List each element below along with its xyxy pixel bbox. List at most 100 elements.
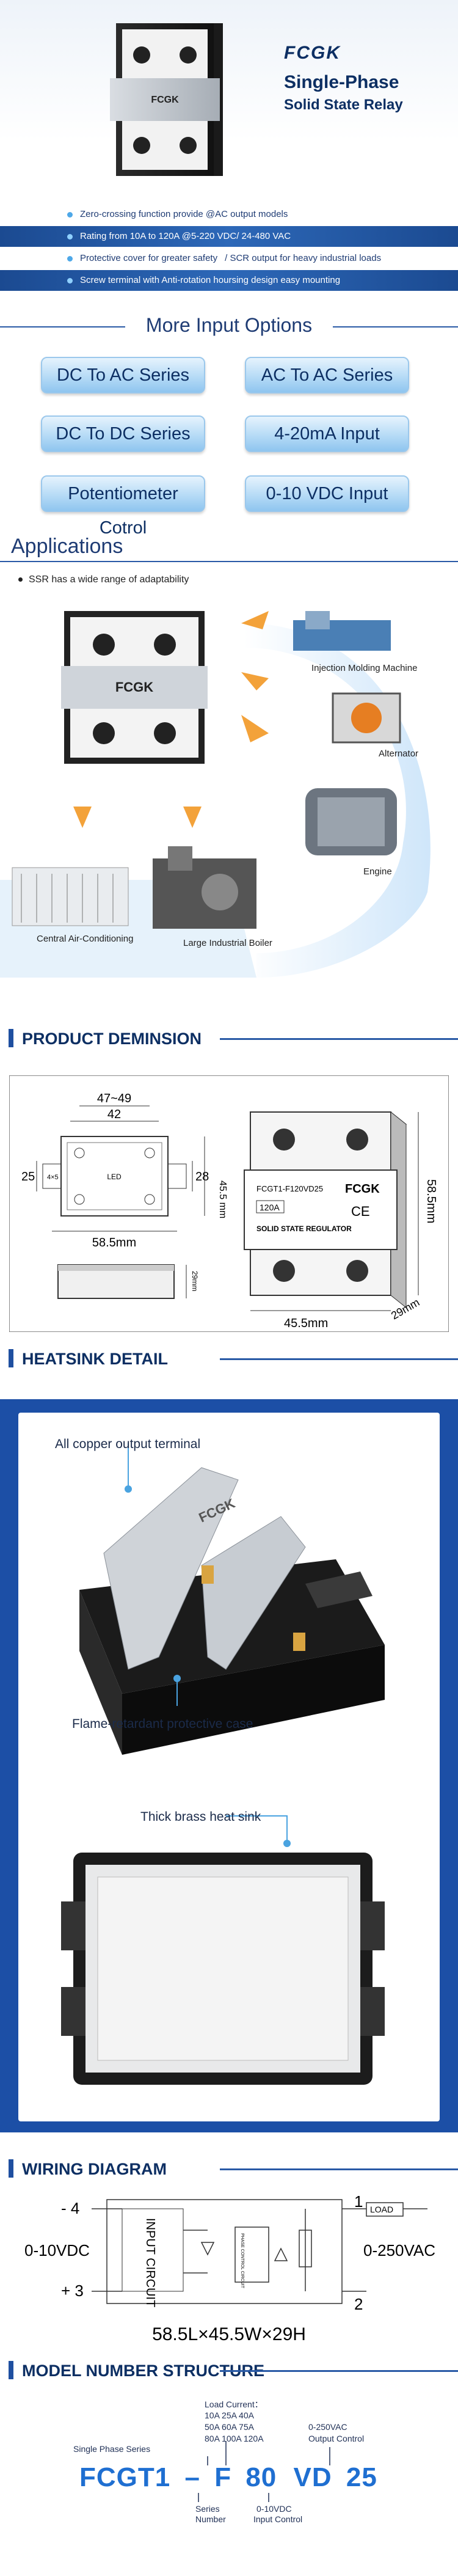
wiring-size: 58.5L×45.5W×29H — [152, 2324, 306, 2344]
brand-logo: FCGK — [284, 43, 341, 63]
relay-brand-text: FCGK — [151, 95, 179, 105]
label-model: FCGT1-F120VD25 — [256, 1184, 323, 1193]
model-series-number-1: Series — [195, 2504, 220, 2514]
option-4-20ma[interactable]: 4-20mA Input — [245, 415, 409, 452]
feature-text: / SCR output for heavy industrial loads — [225, 253, 382, 263]
heatsink-header: HEATSINK DETAIL — [9, 1347, 168, 1371]
wiring-title: WIRING DIAGRAM — [22, 2160, 167, 2178]
dim-3d-height: 58.5mm — [424, 1179, 438, 1223]
app-label-boiler: Large Industrial Boiler — [183, 938, 272, 948]
model-load-line-1: 10A 25A 40A — [205, 2410, 254, 2420]
option-dc-to-dc[interactable]: DC To DC Series — [41, 415, 205, 452]
model-code-f: F — [214, 2462, 232, 2492]
dim-top-range: 47~49 — [97, 1092, 131, 1105]
model-output-control: Output Control — [308, 2434, 365, 2443]
bullet-icon — [67, 277, 73, 284]
app-relay-brand: FCGK — [115, 679, 153, 695]
option-0-10vdc[interactable]: 0-10 VDC Input — [245, 475, 409, 512]
model-series-label: Single Phase Series — [73, 2444, 151, 2454]
dimension-rule — [220, 1038, 458, 1040]
feature-row-2: Rating from 10A to 120A @5-220 VDC/ 24-4… — [0, 226, 458, 247]
label-copper-terminal: All copper output terminal — [55, 1437, 201, 1451]
model-code-25: 25 — [346, 2462, 377, 2492]
dimension-drawing: 47~49 42 25 4×5 28 45.5 mm LED 58.5mm 29… — [9, 1075, 449, 1332]
feature-text: Zero-crossing function provide @AC outpu… — [80, 209, 288, 219]
bullet-icon — [67, 233, 73, 240]
model-input-control-1: 0-10VDC — [256, 2504, 292, 2514]
wiring-control: PHASE CONTROL CIRCUIT — [240, 2233, 244, 2289]
model-code-vd: VD — [293, 2462, 332, 2492]
dimension-title: PRODUCT DEMINSION — [22, 1030, 202, 1048]
bullet-icon — [67, 255, 73, 262]
label-brand: FCGK — [345, 1182, 380, 1196]
dim-3d-width: 45.5mm — [284, 1317, 328, 1330]
applications-illustration: FCGK — [0, 611, 431, 978]
note-text: SSR has a wide range of adaptability — [29, 574, 189, 585]
divider-right — [333, 326, 458, 327]
applications-note: SSR has a wide range of adaptability — [18, 574, 189, 585]
wiring-diagram: INPUT CIRCUIT PHASE CONTROL CIRCUIT LOAD… — [24, 2194, 435, 2344]
label-brass-heatsink: Thick brass heat sink — [140, 1810, 261, 1824]
header-bar — [9, 1029, 13, 1047]
bullet-icon — [18, 577, 23, 582]
header-bar — [9, 1349, 13, 1367]
product-subtitle: Solid State Relay — [284, 97, 403, 113]
feature-text: Protective cover for greater safety — [80, 253, 218, 263]
dim-side: 29mm — [191, 1271, 199, 1291]
model-series-number-2: Number — [195, 2514, 226, 2524]
model-input-control-2: Input Control — [253, 2514, 303, 2524]
app-label-injection: Injection Molding Machine — [311, 663, 418, 673]
more-input-title: More Input Options — [145, 314, 313, 336]
dim-right1: 28 — [195, 1170, 209, 1184]
heatsink-rule — [220, 1358, 458, 1360]
wiring-pin-2: 2 — [354, 2295, 363, 2313]
model-code-dash: – — [184, 2462, 200, 2492]
dim-hole: 4×5 — [47, 1174, 59, 1181]
wiring-load: LOAD — [370, 2205, 393, 2214]
model-load-title: Load Current： — [205, 2399, 263, 2409]
model-code: FCGT1 – F 80 VD 25 — [79, 2462, 377, 2493]
model-output-voltage: 0-250VAC — [308, 2422, 347, 2432]
option-ac-to-ac[interactable]: AC To AC Series — [245, 357, 409, 393]
bullet-icon — [67, 211, 73, 218]
header-bar — [9, 2361, 13, 2379]
hero-banner — [0, 0, 458, 202]
model-load-line-2: 50A 60A 75A — [205, 2422, 254, 2432]
model-code-80: 80 — [245, 2462, 277, 2492]
dim-led: LED — [107, 1173, 122, 1181]
dimension-header: PRODUCT DEMINSION — [9, 1026, 202, 1051]
dim-right2: 45.5 mm — [217, 1180, 228, 1218]
app-label-engine: Engine — [363, 866, 392, 877]
dim-bottom: 58.5mm — [92, 1236, 136, 1250]
wiring-output: 0-250VAC — [363, 2241, 435, 2259]
app-label-air-conditioning: Central Air-Conditioning — [37, 934, 134, 944]
header-bar — [9, 2159, 13, 2178]
heatsink-title: HEATSINK DETAIL — [22, 1350, 168, 1368]
option-dc-to-ac[interactable]: DC To AC Series — [41, 357, 205, 393]
label-rating: 120A — [260, 1202, 280, 1212]
model-connectors — [198, 2441, 330, 2502]
label-protective-case: Flame-retardant protective case — [72, 1717, 253, 1731]
dim-top: 42 — [107, 1108, 121, 1121]
app-label-alternator: Alternator — [379, 748, 419, 759]
wiring-header: WIRING DIAGRAM — [9, 2157, 167, 2181]
label-ce: CE — [351, 1204, 370, 1219]
feature-row-3: Protective cover for greater safety / SCR… — [0, 248, 458, 269]
dim-left: 25 — [21, 1170, 35, 1184]
wiring-input-circuit: INPUT CIRCUIT — [144, 2218, 157, 2307]
feature-text: Rating from 10A to 120A @5-220 VDC/ 24-4… — [80, 231, 291, 241]
feature-row-1: Zero-crossing function provide @AC outpu… — [0, 204, 458, 225]
wiring-input: 0-10VDC — [24, 2241, 90, 2259]
option-potentiometer[interactable]: Potentiometer Cotrol — [41, 475, 205, 538]
feature-text: Screw terminal with Anti-rotation hoursi… — [80, 275, 341, 285]
product-title: Single-Phase — [284, 72, 399, 92]
feature-row-4: Screw terminal with Anti-rotation hoursi… — [0, 270, 458, 291]
wiring-pin-minus: - 4 — [61, 2199, 79, 2217]
wiring-pin-1: 1 — [354, 2194, 363, 2211]
wiring-pin-plus: + 3 — [61, 2281, 84, 2300]
relay-product-image: FCGK — [110, 23, 223, 176]
wiring-rule — [220, 2168, 458, 2170]
applications-divider — [0, 561, 458, 562]
model-rule — [220, 2370, 458, 2372]
divider-left — [0, 326, 125, 327]
